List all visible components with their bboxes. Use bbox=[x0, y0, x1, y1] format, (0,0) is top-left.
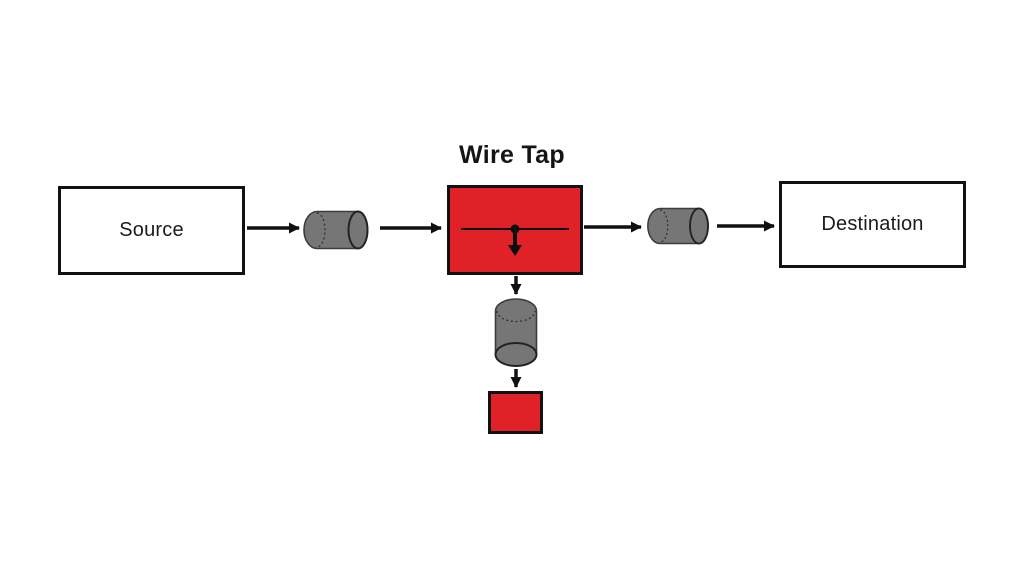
tap-channel-cylinder-icon bbox=[494, 298, 538, 367]
output-channel-cylinder-icon bbox=[647, 207, 709, 245]
source-label: Source bbox=[119, 219, 184, 241]
destination-label: Destination bbox=[821, 213, 924, 235]
tap-output-node bbox=[488, 391, 543, 434]
source-node: Source bbox=[58, 186, 245, 275]
input-channel-cylinder-icon bbox=[303, 210, 369, 250]
wiretap-splitter-icon bbox=[461, 224, 569, 256]
wiretap-node bbox=[447, 185, 583, 275]
destination-node: Destination bbox=[779, 181, 966, 268]
wiretap-title: Wire Tap bbox=[459, 141, 565, 169]
